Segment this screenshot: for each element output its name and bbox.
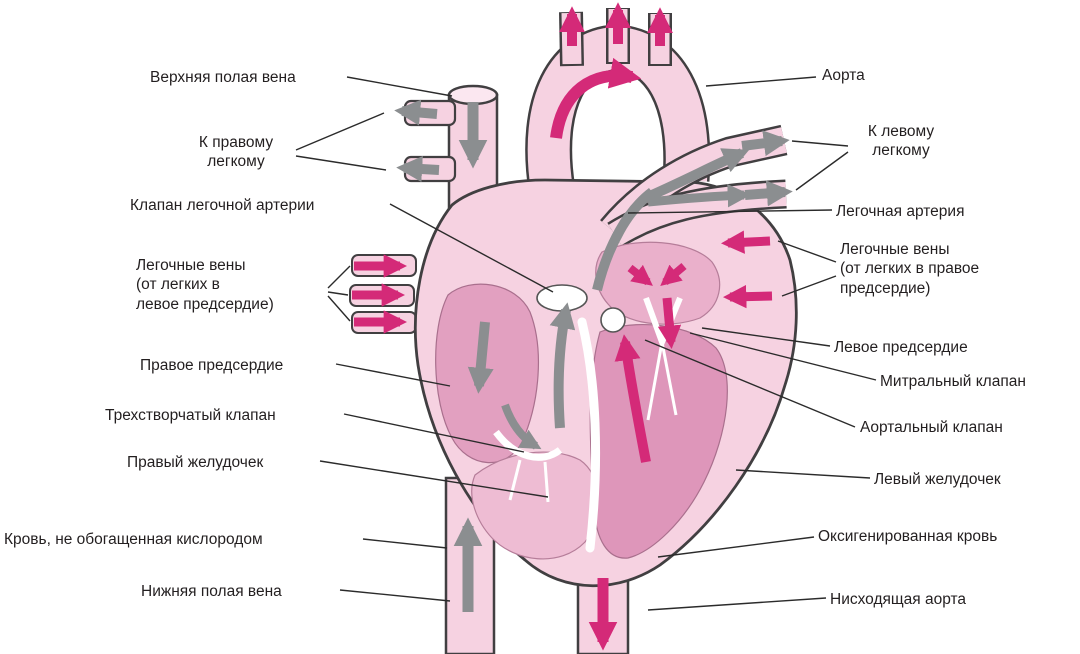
leader-pulmonary-veins-left xyxy=(327,265,351,322)
label-aortic-valve: Аортальный клапан xyxy=(860,419,1003,436)
label-pulmonary-veins-right: Легочные вены (от легких в правое предсе… xyxy=(840,241,980,297)
leader-right-ventricle xyxy=(319,460,549,498)
left-atrium-converge-arrow-2 xyxy=(660,262,687,287)
leader-lines xyxy=(295,76,877,611)
label-right-atrium: Правое предсердие xyxy=(140,357,284,374)
leader-pulmonary-valve xyxy=(389,203,554,293)
label-right-ventricle: Правый желудочек xyxy=(127,454,264,471)
label-to-left-lung: К левому легкому xyxy=(867,123,935,160)
label-oxygenated-blood: Оксигенированная кровь xyxy=(818,528,998,545)
label-aorta: Аорта xyxy=(822,67,865,84)
leader-superior-vena-cava xyxy=(346,76,453,97)
leader-aortic-valve xyxy=(644,339,856,428)
tricuspid-valve-shape xyxy=(493,429,563,461)
label-left-ventricle: Левый желудочек xyxy=(874,471,1001,488)
to-left-lung-arrow-upper xyxy=(741,130,790,157)
tricuspid-flow-arrow xyxy=(501,403,542,450)
leader-to-left-lung xyxy=(791,140,849,191)
pulmonary-branch-arrow-lower xyxy=(647,183,752,208)
label-left-atrium: Левое предсердие xyxy=(834,339,968,356)
leader-inferior-vena-cava xyxy=(339,589,451,602)
label-tricuspid-valve: Трехстворчатый клапан xyxy=(105,407,276,424)
leader-descending-aorta xyxy=(647,597,827,611)
mitral-chordae xyxy=(646,341,678,421)
pulmonary-trunk-arrow xyxy=(592,188,656,292)
leader-right-atrium xyxy=(335,363,451,387)
label-deoxygenated-blood: Кровь, не обогащенная кислородом xyxy=(4,531,263,548)
valves-and-septum xyxy=(493,284,683,553)
aortic-arch-flow-arrow xyxy=(550,57,642,139)
to-right-lung-arrow-upper xyxy=(394,99,438,126)
interventricular-septum xyxy=(577,317,601,553)
leader-left-ventricle xyxy=(735,469,871,479)
leader-oxygenated-blood xyxy=(657,536,815,558)
right-ventricle-chamber xyxy=(471,451,600,560)
aortic-valve-shape xyxy=(600,307,626,333)
pulmonary-valve-shape xyxy=(536,284,588,312)
to-left-lung-arrow-lower xyxy=(744,180,793,207)
label-pulmonary-veins-left: Легочные вены (от легких в левое предсер… xyxy=(136,257,274,313)
label-inferior-vena-cava: Нижняя полая вена xyxy=(141,583,282,600)
tricuspid-chordae xyxy=(508,459,550,503)
to-right-lung-arrow-lower xyxy=(396,156,440,183)
oxygenated-flow-arrows xyxy=(352,2,773,651)
leader-tricuspid-valve xyxy=(343,413,525,453)
pulmonary-branch-arrow-upper xyxy=(643,148,750,203)
label-mitral-valve: Митральный клапан xyxy=(880,373,1026,390)
right-atrium-down-arrow xyxy=(467,321,494,394)
leader-to-right-lung xyxy=(295,112,387,171)
leader-aorta xyxy=(705,76,817,87)
pulmonary-vein-in-arrow-right-2 xyxy=(722,284,773,309)
leader-deoxygenated-blood xyxy=(362,538,448,549)
mitral-down-arrow xyxy=(657,297,682,349)
left-atrium-converge-arrow-1 xyxy=(627,264,653,286)
label-to-right-lung: К правому легкому xyxy=(198,134,274,171)
deoxygenated-flow-arrows xyxy=(394,99,793,612)
left-atrium-chamber xyxy=(595,241,721,325)
label-pulmonary-artery: Легочная артерия xyxy=(836,203,965,220)
right-ventricle-up-arrow xyxy=(549,302,576,429)
label-descending-aorta: Нисходящая аорта xyxy=(830,591,967,608)
left-ventricle-up-arrow xyxy=(614,334,651,463)
pulmonary-vein-in-arrow-right-1 xyxy=(720,230,771,254)
leader-pulmonary-artery xyxy=(627,209,833,214)
leader-left-atrium xyxy=(701,327,831,347)
label-superior-vena-cava: Верхняя полая вена xyxy=(150,69,296,86)
leader-pulmonary-veins-right xyxy=(777,240,837,297)
leader-mitral-valve xyxy=(689,332,877,381)
label-pulmonary-valve: Клапан легочной артерии xyxy=(130,197,315,214)
